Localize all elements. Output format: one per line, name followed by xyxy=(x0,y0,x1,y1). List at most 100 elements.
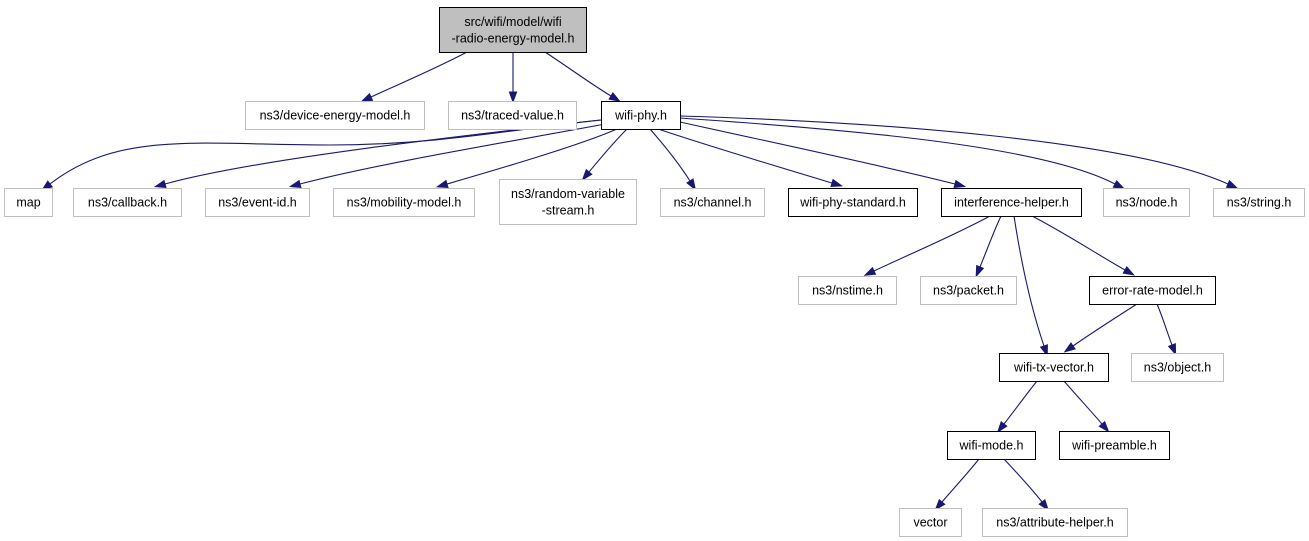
edge-line xyxy=(1003,380,1038,425)
node-label: wifi-preamble.h xyxy=(1071,439,1157,453)
node-label: wifi-phy.h xyxy=(614,109,667,123)
arrowhead-icon xyxy=(686,178,697,191)
node-box xyxy=(899,508,962,537)
edge-interference-to-error-rate xyxy=(1031,215,1135,276)
edge-line xyxy=(1013,215,1045,347)
node-box xyxy=(982,508,1128,537)
edge-tx-vector-to-wifi-mode xyxy=(996,380,1038,434)
node-wifi-phy[interactable]: wifi-phy.h xyxy=(601,101,681,130)
node-box xyxy=(941,188,1082,217)
node-channel: ns3/channel.h xyxy=(660,188,765,217)
node-device-energy: ns3/device-energy-model.h xyxy=(245,101,425,130)
edge-wifi-phy-to-interference xyxy=(679,121,967,189)
node-random-var: ns3/random-variable-stream.h xyxy=(499,179,637,225)
node-box xyxy=(448,101,577,130)
edge-line xyxy=(1072,303,1138,347)
node-label: ns3/event-id.h xyxy=(218,196,297,210)
node-mobility: ns3/mobility-model.h xyxy=(333,188,475,217)
edge-root-to-traced-value xyxy=(508,52,518,104)
edge-root-to-device-energy xyxy=(360,51,468,102)
node-phy-standard[interactable]: wifi-phy-standard.h xyxy=(788,188,918,217)
node-label: -radio-energy-model.h xyxy=(452,31,575,45)
arrowhead-icon xyxy=(1063,342,1076,353)
node-label: error-rate-model.h xyxy=(1102,284,1203,298)
edge-wifi-phy-to-event-id xyxy=(288,123,606,189)
edge-wifi-mode-to-attr-helper xyxy=(1003,458,1050,512)
node-box xyxy=(601,101,681,130)
edge-line xyxy=(679,121,956,185)
arrowhead-icon xyxy=(153,179,167,189)
edge-line xyxy=(299,123,606,185)
arrowhead-icon xyxy=(1039,344,1048,357)
edge-line xyxy=(941,458,980,503)
arrowhead-icon xyxy=(1112,179,1126,190)
node-label: wifi-phy-standard.h xyxy=(799,196,906,210)
arrowhead-icon xyxy=(435,179,449,188)
arrowhead-icon xyxy=(360,92,374,102)
node-label: ns3/object.h xyxy=(1144,361,1211,375)
node-label: ns3/string.h xyxy=(1227,196,1292,210)
node-tx-vector[interactable]: wifi-tx-vector.h xyxy=(999,353,1109,382)
edge-error-rate-to-object xyxy=(1156,303,1177,356)
edge-interference-to-packet xyxy=(975,215,1002,278)
node-callback: ns3/callback.h xyxy=(73,188,182,217)
arrowhead-icon xyxy=(1225,179,1239,189)
node-label: ns3/node.h xyxy=(1116,196,1178,210)
edge-line xyxy=(679,115,1229,185)
node-preamble[interactable]: wifi-preamble.h xyxy=(1059,431,1170,460)
node-error-rate[interactable]: error-rate-model.h xyxy=(1089,276,1216,305)
arrowhead-icon xyxy=(953,179,967,189)
arrowhead-icon xyxy=(934,498,946,511)
node-object: ns3/object.h xyxy=(1131,353,1224,382)
edge-line xyxy=(1063,380,1103,425)
arrowhead-icon xyxy=(608,92,621,102)
arrowhead-icon xyxy=(1038,498,1050,512)
edge-line xyxy=(370,51,468,98)
edge-wifi-phy-to-phy-standard xyxy=(657,128,843,187)
node-box xyxy=(1213,188,1305,217)
node-label: wifi-tx-vector.h xyxy=(1013,361,1094,375)
node-box xyxy=(1059,431,1170,460)
edge-line xyxy=(1156,303,1173,346)
node-label: ns3/traced-value.h xyxy=(461,109,564,123)
arrowhead-icon xyxy=(581,168,593,181)
node-interference[interactable]: interference-helper.h xyxy=(941,188,1082,217)
node-packet: ns3/packet.h xyxy=(920,276,1017,305)
edge-wifi-phy-to-channel xyxy=(649,128,697,191)
node-label: ns3/callback.h xyxy=(88,196,167,210)
node-label: map xyxy=(16,196,40,210)
node-label: ns3/device-energy-model.h xyxy=(260,109,411,123)
edge-wifi-phy-to-callback xyxy=(153,119,602,189)
node-root[interactable]: src/wifi/model/wifi -radio-energy-model.h xyxy=(439,7,587,53)
node-label: ns3/nstime.h xyxy=(812,284,883,298)
node-box xyxy=(920,276,1017,305)
node-nstime: ns3/nstime.h xyxy=(798,276,897,305)
node-label: ns3/attribute-helper.h xyxy=(996,516,1113,530)
node-box xyxy=(4,188,53,217)
node-attr-helper: ns3/attribute-helper.h xyxy=(982,508,1128,537)
edge-line xyxy=(679,117,1116,185)
edge-wifi-mode-to-vector xyxy=(934,458,980,511)
node-label: ns3/random-variable xyxy=(511,187,625,201)
node-label: ns3/mobility-model.h xyxy=(347,196,462,210)
node-box xyxy=(333,188,475,217)
edge-tx-vector-to-preamble xyxy=(1063,380,1110,433)
node-event-id: ns3/event-id.h xyxy=(205,188,310,217)
node-box xyxy=(947,431,1036,460)
edge-wifi-phy-to-random-var xyxy=(581,128,628,181)
edge-line xyxy=(979,215,1002,268)
node-traced-value: ns3/traced-value.h xyxy=(448,101,577,130)
arrowhead-icon xyxy=(1167,342,1177,356)
edge-interference-to-nstime xyxy=(863,215,991,276)
node-label: wifi-mode.h xyxy=(959,439,1024,453)
node-label: vector xyxy=(913,516,947,530)
arrowhead-icon xyxy=(1098,420,1110,433)
node-box xyxy=(1131,353,1224,382)
node-box xyxy=(205,188,310,217)
node-box xyxy=(999,353,1109,382)
node-wifi-mode[interactable]: wifi-mode.h xyxy=(947,431,1036,460)
node-label: src/wifi/model/wifi xyxy=(464,15,561,29)
edge-line xyxy=(873,215,991,272)
node-box xyxy=(499,179,637,225)
